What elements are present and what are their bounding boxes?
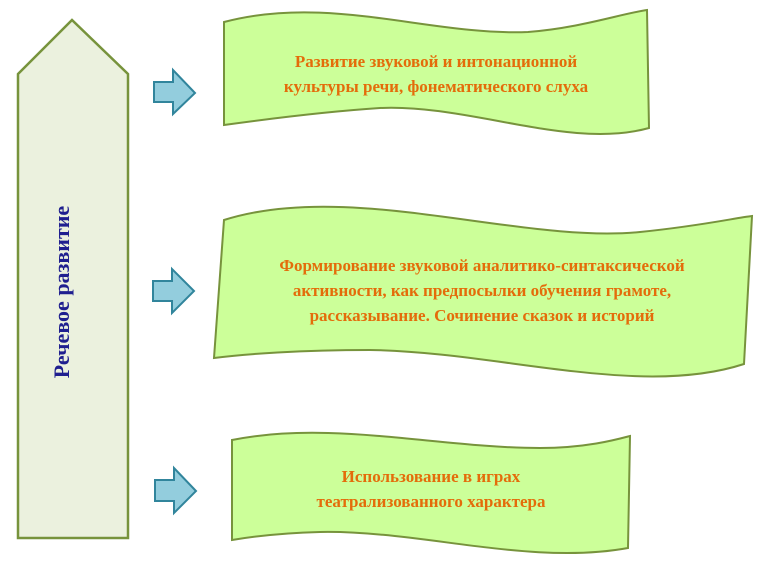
arrow-right-icon-3 (154, 465, 198, 516)
banner-1-line-1: Развитие звуковой и интонационной (294, 52, 578, 71)
banner-2-line-1: Формирование звуковой аналитико-синтакси… (279, 255, 685, 275)
banner-shape-3 (231, 431, 632, 555)
banner-2-line-3: рассказывание. Сочинение сказок и истори… (309, 305, 655, 325)
banner-1-line-2: культуры речи, фонематического слуха (283, 77, 589, 96)
banner-3-line-2: театрализованного характера (316, 492, 546, 511)
vertical-arrow-column (16, 18, 130, 540)
banner-3-line-1: Использование в играх (341, 467, 521, 486)
banner-shape-1 (223, 8, 651, 135)
banner-text-1: Развитие звуковой и интонационной культу… (228, 40, 644, 108)
banner-2-line-2: активности, как предпосылки обучения гра… (292, 280, 672, 300)
vertical-label: Речевое развитие (49, 205, 74, 379)
banner-text-2: Формирование звуковой аналитико-синтакси… (222, 248, 742, 332)
banner-text-3: Использование в играх театрализованного … (236, 458, 626, 520)
banner-shape-2 (212, 205, 754, 378)
arrow-right-icon-1 (153, 67, 197, 117)
arrow-right-icon-2 (152, 266, 196, 316)
